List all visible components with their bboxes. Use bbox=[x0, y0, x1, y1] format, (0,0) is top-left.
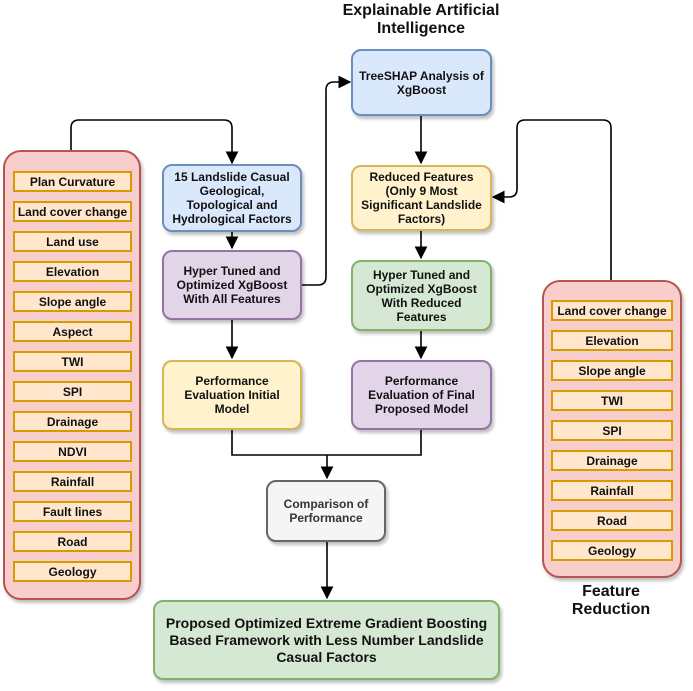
all-factor-item: Elevation bbox=[13, 261, 132, 282]
reduced-factor-item: Drainage bbox=[551, 450, 673, 471]
proposed-framework-node: Proposed Optimized Extreme Gradient Boos… bbox=[153, 600, 500, 680]
reduced-factor-item: TWI bbox=[551, 390, 673, 411]
reduced-factor-item: Rainfall bbox=[551, 480, 673, 501]
arrow-hyper-all-to-treeshap bbox=[300, 75, 352, 286]
performance-initial-model-node: Performance Evaluation Initial Model bbox=[162, 360, 302, 430]
hyper-tuned-all-features-node: Hyper Tuned and Optimized XgBoost With A… bbox=[162, 250, 302, 320]
casual-factors-node: 15 Landslide Casual Geological, Topologi… bbox=[162, 164, 302, 232]
all-factor-item: Rainfall bbox=[13, 471, 132, 492]
feature-reduction-title: Feature Reduction bbox=[571, 583, 651, 618]
comparison-of-performance-node: Comparison of Performance bbox=[266, 480, 386, 542]
all-factor-item: Aspect bbox=[13, 321, 132, 342]
all-factor-item: SPI bbox=[13, 381, 132, 402]
performance-final-model-node: Performance Evaluation of Final Proposed… bbox=[351, 360, 492, 430]
reduced-factor-item: Geology bbox=[551, 540, 673, 561]
reduced-features-node: Reduced Features (Only 9 Most Significan… bbox=[351, 165, 492, 231]
connector-perf-initial-down bbox=[231, 430, 327, 456]
all-factor-item: Land cover change bbox=[13, 201, 132, 222]
all-factor-item: Land use bbox=[13, 231, 132, 252]
reduced-factor-item: Road bbox=[551, 510, 673, 531]
all-factor-item: Drainage bbox=[13, 411, 132, 432]
reduced-factor-item: Slope angle bbox=[551, 360, 673, 381]
all-factor-item: NDVI bbox=[13, 441, 132, 462]
all-factor-item: TWI bbox=[13, 351, 132, 372]
all-factor-item: Road bbox=[13, 531, 132, 552]
all-factor-item: Geology bbox=[13, 561, 132, 582]
arrow-right-panel-to-reduced bbox=[491, 119, 612, 280]
xai-title: Explainable Artificial Intelligence bbox=[342, 2, 500, 37]
arrow-left-panel-to-factors bbox=[70, 119, 239, 165]
reduced-factor-item: SPI bbox=[551, 420, 673, 441]
reduced-factor-item: Elevation bbox=[551, 330, 673, 351]
all-factor-item: Plan Curvature bbox=[13, 171, 132, 192]
hyper-tuned-reduced-features-node: Hyper Tuned and Optimized XgBoost With R… bbox=[351, 260, 492, 331]
all-factor-item: Slope angle bbox=[13, 291, 132, 312]
treeshap-analysis-node: TreeSHAP Analysis of XgBoost bbox=[351, 49, 492, 116]
connector-perf-final-down bbox=[327, 430, 422, 456]
all-factor-item: Fault lines bbox=[13, 501, 132, 522]
reduced-factor-item: Land cover change bbox=[551, 300, 673, 321]
